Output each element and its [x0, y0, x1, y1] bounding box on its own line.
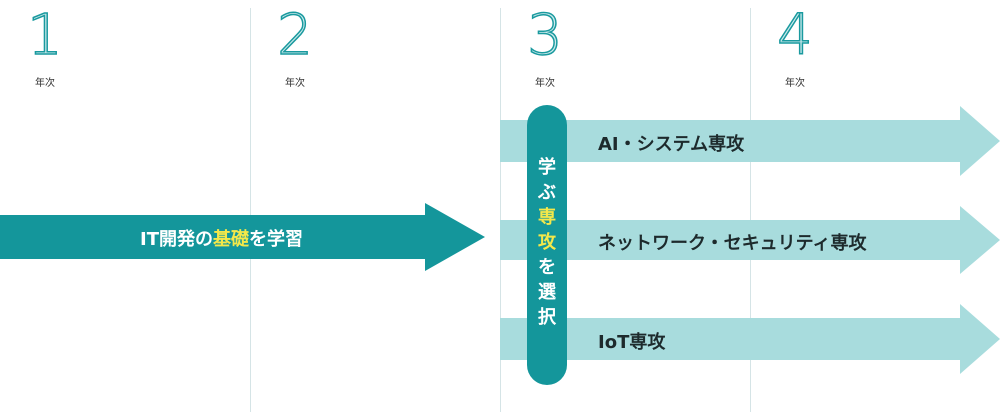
selector-text: 学 ぶ 専 攻 を 選 択 — [527, 155, 567, 330]
main-track-arrow — [0, 203, 485, 271]
spec-arrow-3 — [500, 304, 1000, 374]
year-label: 年次 — [535, 78, 555, 89]
spec-arrow-1 — [500, 106, 1000, 176]
selector-char: 学 — [538, 157, 556, 178]
selector-char-highlight: 攻 — [538, 232, 556, 253]
main-track-label: IT開発の基礎を学習 — [140, 225, 303, 251]
year-divider-1 — [250, 8, 251, 412]
year-header-3: 3 年次 — [515, 0, 575, 89]
selector-char-highlight: 専 — [538, 207, 556, 228]
year-divider-2 — [500, 8, 501, 412]
main-track-highlight: 基礎 — [212, 229, 249, 250]
selector-char: 選 — [538, 282, 556, 303]
main-track-prefix: IT開発の — [140, 229, 213, 250]
year-label: 年次 — [285, 78, 305, 89]
selector-bar: 学 ぶ 専 攻 を 選 択 — [527, 105, 567, 385]
selector-char: 択 — [538, 307, 556, 328]
year-label: 年次 — [35, 78, 55, 89]
main-track-suffix: を学習 — [248, 229, 303, 250]
spec-arrow-2 — [500, 206, 1000, 274]
year-number: 1 — [26, 2, 63, 69]
spec-label-2: ネットワーク・セキュリティ専攻 — [598, 233, 867, 254]
year-divider-3 — [750, 8, 751, 412]
year-number: 4 — [776, 2, 813, 69]
year-number: 2 — [276, 2, 313, 69]
year-label: 年次 — [785, 78, 805, 89]
year-number: 3 — [526, 2, 563, 69]
selector-char: ぶ — [538, 182, 556, 203]
selector-char: を — [538, 257, 556, 278]
spec-label-3: IoT専攻 — [598, 332, 666, 353]
year-header-1: 1 年次 — [15, 0, 75, 89]
spec-label-1: AI・システム専攻 — [598, 134, 745, 155]
year-header-2: 2 年次 — [265, 0, 325, 89]
year-header-4: 4 年次 — [765, 0, 825, 89]
